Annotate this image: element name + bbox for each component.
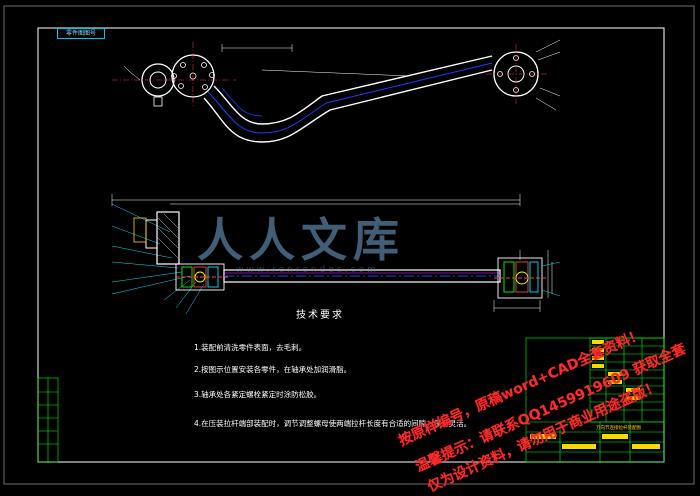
right-joint [494,257,546,299]
side-view [111,194,561,315]
requirement-item: 2.按图示位置安装各零件，在轴承处加润滑脂。 [194,365,352,374]
left-leaders [111,203,205,315]
left-margin-table [37,377,59,463]
requirement-item: 1.装配前清洗零件表面，去毛刺。 [194,343,307,352]
arm-inner-edge [213,55,493,125]
arm-outer-edge [203,69,493,143]
left-plate [145,219,158,249]
requirements-title: 技术要求 [296,310,344,321]
watermark-url: www.renrendoc.com [236,265,379,275]
requirement-item: 3.轴承处各紧定螺栓紧定时涂防松胶。 [194,390,322,399]
arm-center-line [207,62,493,134]
watermark-brand: 人人文库 [197,213,405,267]
title-block-fill [530,340,660,449]
inner-frame [37,27,665,463]
title-block-caption: 万向节连接拉杆装配图 [596,426,641,431]
frame-tag: 零件图图号 [57,28,105,39]
title-block [525,337,665,463]
top-view [112,39,561,143]
outer-frame [3,5,695,485]
requirement-item: 4.在压装拉杆端部装配时，调节调整螺母使两端拉杆长度有合适的间隙，保证灵活。 [194,419,472,428]
